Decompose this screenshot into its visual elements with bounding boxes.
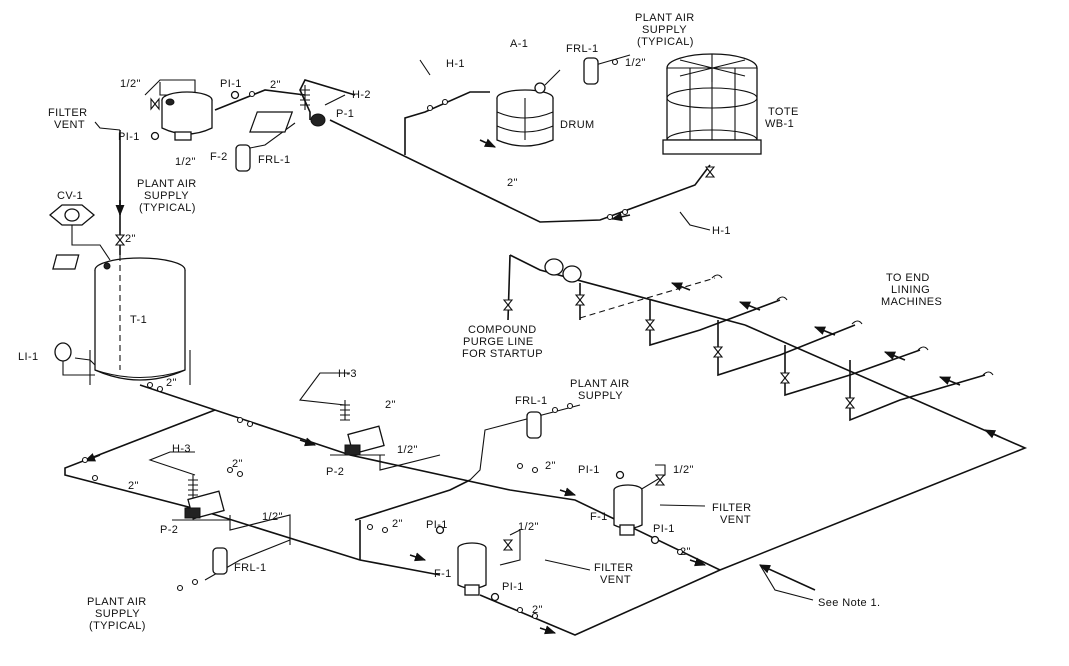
frl-top xyxy=(235,144,251,172)
drum xyxy=(496,82,554,147)
frl-left xyxy=(212,547,228,575)
label-plant-air-top-left-3: (TYPICAL) xyxy=(139,202,196,214)
label-pi1-f1-right-top: PI-1 xyxy=(578,464,600,476)
label-frl1-mid: FRL-1 xyxy=(515,395,548,407)
label-filter-vent-mid-1: FILTER xyxy=(594,562,633,574)
label-cv1: CV-1 xyxy=(57,190,83,202)
label-h3-mid: H-3 xyxy=(338,368,357,380)
tank-t1 xyxy=(52,254,191,385)
label-see-note: See Note 1. xyxy=(818,597,881,609)
label-f2: F-2 xyxy=(210,151,228,163)
label-two-inch-tank: 2" xyxy=(125,233,136,245)
label-two-inch-left-b: 2" xyxy=(128,480,139,492)
label-plant-air-bottom-left-1: PLANT AIR xyxy=(87,596,147,608)
label-f1-left: F-1 xyxy=(434,568,452,580)
label-to-end-3: MACHINES xyxy=(881,296,942,308)
label-two-inch-mid: 2" xyxy=(507,177,518,189)
label-two-inch-f1-right: 2" xyxy=(545,460,556,472)
label-filter-vent-right-2: VENT xyxy=(720,514,751,526)
label-plant-air-bottom-left-2: SUPPLY xyxy=(95,608,140,620)
label-pi1-f1-right-bottom: PI-1 xyxy=(653,523,675,535)
label-plant-air-top-left-2: SUPPLY xyxy=(144,190,189,202)
label-half-inch-top-left: 1/2" xyxy=(120,78,141,90)
label-half-inch-f1-left: 1/2" xyxy=(518,521,539,533)
label-h2: H-2 xyxy=(352,89,371,101)
label-compound-purge-3: FOR STARTUP xyxy=(462,348,543,360)
label-two-inch-f1-left-bottom: 2" xyxy=(532,604,543,616)
label-filter-vent-mid-2: VENT xyxy=(600,574,631,586)
label-plant-air-top-right-1: PLANT AIR xyxy=(635,12,695,24)
label-plant-air-mid-2: SUPPLY xyxy=(578,390,623,402)
label-a1: A-1 xyxy=(510,38,528,50)
pressure-indicators xyxy=(150,90,660,602)
label-half-inch-f1-right: 1/2" xyxy=(673,464,694,476)
label-tote-2: WB-1 xyxy=(765,118,794,130)
label-pi1-f1-left-bottom: PI-1 xyxy=(502,581,524,593)
label-two-inch-left-a: 2" xyxy=(232,458,243,470)
label-frl1-top: FRL-1 xyxy=(258,154,291,166)
label-to-end-1: TO END xyxy=(886,272,930,284)
pump-p1 xyxy=(249,85,326,133)
filter-f1-right xyxy=(613,484,643,536)
label-compound-purge-2: PURGE LINE xyxy=(463,336,534,348)
label-two-inch-p2-mid: 2" xyxy=(385,399,396,411)
labels: FILTER VENT 1/2" PI-1 PI-1 2" H-2 F-2 P-… xyxy=(18,12,942,632)
label-pi1-top-b: PI-1 xyxy=(118,131,140,143)
label-half-inch-p2-mid: 1/2" xyxy=(397,444,418,456)
label-half-inch-frl-top: 1/2" xyxy=(175,156,196,168)
purge-fittings xyxy=(544,258,582,283)
label-p2-mid: P-2 xyxy=(326,466,344,478)
label-frl1-left: FRL-1 xyxy=(234,562,267,574)
label-plant-air-bottom-left-3: (TYPICAL) xyxy=(89,620,146,632)
pump-p2-mid xyxy=(330,400,385,456)
label-p2-left: P-2 xyxy=(160,524,178,536)
label-frl1-drum: FRL-1 xyxy=(566,43,599,55)
tote-wb1 xyxy=(662,53,762,155)
label-to-end-2: LINING xyxy=(891,284,930,296)
label-li1: LI-1 xyxy=(18,351,39,363)
label-filter-vent-right-1: FILTER xyxy=(712,502,751,514)
label-pi1-f1-left-top: PI-1 xyxy=(426,519,448,531)
filter-f2 xyxy=(161,91,213,141)
label-pi1-top-a: PI-1 xyxy=(220,78,242,90)
label-plant-air-top-right-3: (TYPICAL) xyxy=(637,36,694,48)
label-f1-right: F-1 xyxy=(590,511,608,523)
label-drum: DRUM xyxy=(560,119,595,131)
label-filter-vent-top-left-2: VENT xyxy=(54,119,85,131)
label-two-inch-f1-left: 2" xyxy=(392,518,403,530)
label-t1: T-1 xyxy=(130,314,147,326)
label-plant-air-mid-1: PLANT AIR xyxy=(570,378,630,390)
label-h3-left: H-3 xyxy=(172,443,191,455)
level-indicator-li1 xyxy=(54,342,95,376)
label-plant-air-top-left-1: PLANT AIR xyxy=(137,178,197,190)
label-p1: P-1 xyxy=(336,108,354,120)
filter-f1-left xyxy=(457,542,487,596)
label-filter-vent-top-left-1: FILTER xyxy=(48,107,87,119)
label-h1-bottom: H-1 xyxy=(712,225,731,237)
label-compound-purge-1: COMPOUND xyxy=(468,324,537,336)
frl-drum xyxy=(583,57,599,85)
label-tote-1: TOTE xyxy=(768,106,799,118)
label-two-inch-top: 2" xyxy=(270,79,281,91)
frl-mid xyxy=(526,411,542,439)
label-two-inch-f1-right-bottom: 2" xyxy=(680,546,691,558)
label-half-inch-drum: 1/2" xyxy=(625,57,646,69)
label-h1-top: H-1 xyxy=(446,58,465,70)
valves xyxy=(81,58,856,620)
pump-p2-left xyxy=(172,475,230,521)
label-plant-air-top-right-2: SUPPLY xyxy=(642,24,687,36)
label-half-inch-left: 1/2" xyxy=(262,511,283,523)
label-two-inch-tank-bottom: 2" xyxy=(166,377,177,389)
check-valve-cv1 xyxy=(48,204,111,261)
